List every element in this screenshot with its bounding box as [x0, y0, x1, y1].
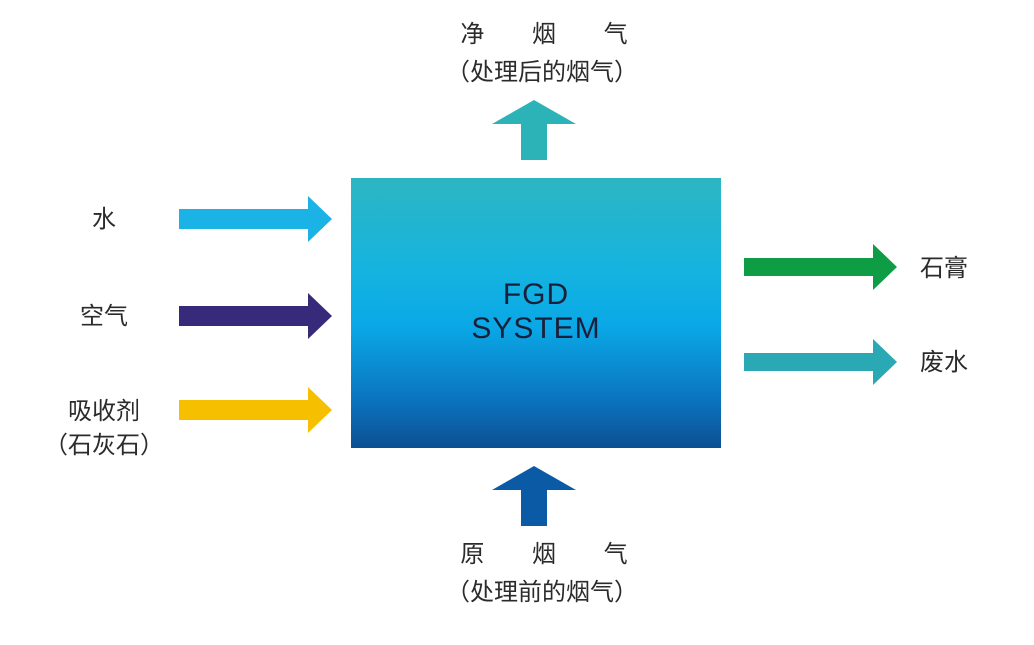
- system-title-line2: SYSTEM: [471, 312, 601, 345]
- water-label: 水: [92, 205, 116, 233]
- air-label: 空气: [80, 302, 128, 330]
- fgd-system-box: FGD SYSTEM: [351, 178, 721, 448]
- wastewater-label: 废水: [920, 348, 968, 376]
- wastewater-arrow: [744, 339, 897, 385]
- clean-gas-label: 净 烟 气: [460, 20, 648, 48]
- absorbent-arrow: [179, 387, 332, 433]
- water-arrow: [179, 196, 332, 242]
- clean-gas-note: （处理后的烟气）: [446, 58, 638, 86]
- system-title: FGD SYSTEM: [351, 278, 721, 346]
- absorbent-note: （石灰石）: [44, 431, 164, 459]
- clean-gas-arrow: [492, 100, 576, 160]
- absorbent-label: 吸收剂: [68, 397, 140, 425]
- gypsum-arrow: [744, 244, 897, 290]
- air-arrow: [179, 293, 332, 339]
- system-title-line1: FGD: [502, 278, 570, 311]
- raw-gas-note: （处理前的烟气）: [446, 578, 638, 606]
- gypsum-label: 石膏: [920, 254, 968, 282]
- raw-gas-label: 原 烟 气: [460, 540, 648, 568]
- raw-gas-arrow: [492, 466, 576, 526]
